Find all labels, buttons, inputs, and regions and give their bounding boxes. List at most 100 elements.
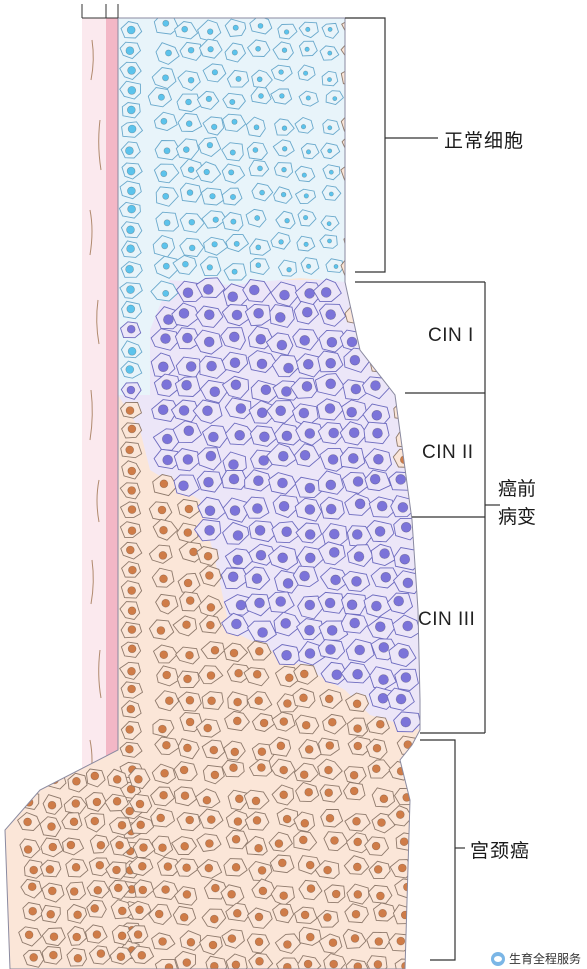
cell-nucleus (348, 138, 358, 148)
cell-nucleus (373, 865, 383, 874)
cell-nucleus (138, 885, 148, 895)
cell-nucleus (327, 77, 332, 83)
cell-nucleus (162, 19, 170, 27)
cell-nucleus (281, 386, 292, 397)
cell-nucleus (228, 473, 240, 485)
cell-nucleus (303, 70, 309, 76)
cell-nucleus (115, 840, 124, 850)
cell-nucleus (327, 26, 333, 32)
cell-nucleus (348, 119, 358, 128)
cell-nucleus (350, 383, 362, 395)
cell-nucleus (158, 843, 167, 853)
cell-nucleus (92, 930, 102, 939)
cell-nucleus (402, 620, 414, 632)
cell-nucleus (126, 285, 135, 294)
cell (388, 209, 413, 232)
cell-nucleus (281, 125, 288, 131)
cell-nucleus (47, 886, 57, 896)
cell (390, 118, 414, 139)
cell (45, 769, 67, 790)
cell-nucleus (210, 914, 219, 924)
cell-nucleus (235, 599, 247, 611)
cell-nucleus (233, 697, 242, 707)
cell-nucleus (90, 816, 100, 826)
cell-nucleus (183, 425, 195, 437)
cell-nucleus (183, 146, 190, 153)
cell-nucleus (259, 189, 265, 196)
cell-nucleus (207, 696, 216, 706)
cell-nucleus (162, 740, 171, 750)
cell-nucleus (283, 940, 292, 949)
cell-nucleus (279, 891, 289, 901)
cell-nucleus (356, 97, 365, 107)
cell-nucleus (301, 306, 313, 318)
cell-nucleus (208, 431, 219, 443)
cell-nucleus (162, 454, 173, 466)
cell-nucleus (211, 883, 220, 893)
cell-nucleus (347, 453, 359, 464)
cell-nucleus (326, 336, 338, 348)
cell-nucleus (162, 289, 170, 297)
cell-nucleus (210, 645, 220, 655)
cell-nucleus (162, 74, 169, 82)
cell-nucleus (375, 719, 385, 729)
cell-nucleus (229, 648, 239, 658)
cell-nucleus (395, 693, 407, 705)
cell-nucleus (346, 406, 358, 418)
cell-nucleus (231, 268, 238, 275)
cell-nucleus (352, 816, 361, 826)
cell (340, 257, 364, 278)
cell-nucleus (282, 814, 292, 824)
cell-nucleus (230, 747, 240, 757)
cell-nucleus (279, 717, 289, 726)
cell-nucleus (378, 642, 390, 653)
cell-nucleus (125, 445, 134, 455)
cell-nucleus (178, 480, 189, 492)
cell-nucleus (186, 189, 194, 196)
cell-nucleus (161, 242, 169, 250)
cell-nucleus (395, 474, 407, 485)
cell-nucleus (183, 743, 192, 753)
cell-nucleus (400, 716, 412, 728)
cell-nucleus (304, 428, 316, 439)
cell-nucleus (185, 650, 194, 660)
cell-nucleus (301, 172, 307, 178)
cell-nucleus (181, 379, 192, 391)
cell-nucleus (162, 192, 170, 200)
cell (18, 772, 43, 793)
cell-nucleus (228, 459, 239, 470)
cell (389, 325, 413, 347)
cell-nucleus (90, 904, 99, 913)
cell-nucleus (328, 191, 334, 197)
cell-nucleus (378, 674, 389, 685)
bracket-cancer (420, 739, 465, 961)
cell-nucleus (371, 291, 381, 301)
cell-nucleus (286, 267, 292, 273)
cell-nucleus (372, 141, 382, 150)
cell-nucleus (282, 962, 292, 969)
cell-nucleus (378, 218, 388, 228)
cell-nucleus (298, 407, 310, 419)
cell-nucleus (257, 23, 264, 29)
cell-nucleus (352, 476, 364, 487)
cell-nucleus (229, 149, 236, 156)
cell-nucleus (348, 22, 358, 32)
cell-nucleus (393, 595, 405, 607)
cell-nucleus (235, 75, 242, 82)
cell (393, 157, 420, 180)
cell-nucleus (304, 529, 316, 540)
cell-nucleus (202, 795, 212, 805)
cell-nucleus (303, 193, 309, 199)
cell-nucleus (160, 117, 168, 125)
cell (371, 236, 394, 258)
cell-nucleus (396, 70, 406, 79)
cell-nucleus (118, 906, 127, 916)
cell-nucleus (304, 552, 316, 564)
cell-nucleus (399, 553, 411, 565)
cell-nucleus (234, 668, 243, 678)
cell-nucleus (330, 836, 339, 845)
cell-nucleus (400, 47, 409, 56)
cell-nucleus (233, 908, 242, 918)
cell-nucleus (257, 627, 268, 638)
